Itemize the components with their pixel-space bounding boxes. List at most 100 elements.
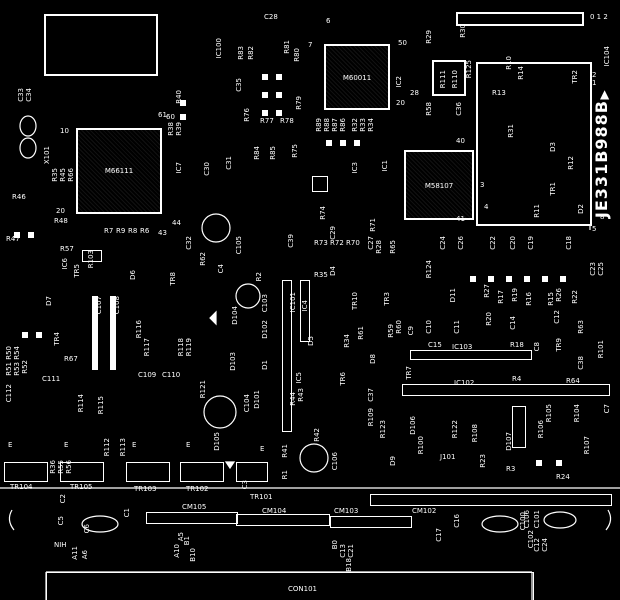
label-r73: R73 <box>314 239 328 247</box>
label-n5: 5 <box>592 225 597 233</box>
label-c108: C108 <box>113 296 121 315</box>
label-c111: C111 <box>42 375 61 383</box>
label-r29: R29 <box>425 30 433 44</box>
label-c15: C15 <box>428 341 442 349</box>
label-tr8: TR8 <box>169 272 177 286</box>
label-r3: R3 <box>506 465 516 473</box>
label-c33: C33 <box>17 88 25 102</box>
label-n40: 40 <box>456 137 465 145</box>
label-c3: C3 <box>241 480 249 490</box>
label-d105: D105 <box>213 432 221 451</box>
label-r64: R64 <box>566 377 580 385</box>
pad <box>506 276 512 282</box>
label-ic1: IC1 <box>381 160 389 172</box>
label-r16: R16 <box>525 292 533 306</box>
label-r85: R85 <box>269 146 277 160</box>
label-c12: C12 <box>553 310 561 324</box>
label-r9: R9 <box>116 227 126 235</box>
label-c11: C11 <box>453 320 461 334</box>
label-tr6: TR6 <box>339 372 347 386</box>
pad <box>340 140 346 146</box>
label-r45: R45 <box>59 168 67 182</box>
label-r121: R121 <box>199 380 207 399</box>
label-part-number: JE331B988B <box>592 100 611 219</box>
label-c5: C5 <box>57 516 65 526</box>
label-r42: R42 <box>313 428 321 442</box>
label-r113: R113 <box>119 438 127 457</box>
label-c29: C29 <box>329 226 337 240</box>
label-r19: R19 <box>511 288 519 302</box>
tr104-body <box>4 462 48 482</box>
label-c21: C21 <box>347 544 355 558</box>
label-r52: R52 <box>21 360 29 374</box>
pad <box>262 110 268 116</box>
label-r57: R57 <box>60 245 74 253</box>
label-n10: 10 <box>60 127 69 135</box>
label-r118: R118 <box>177 338 185 357</box>
label-r53: R53 <box>13 362 21 376</box>
label-r104: R104 <box>573 404 581 423</box>
label-r34: R34 <box>367 118 375 132</box>
chip-m66111: M66111 <box>76 128 162 214</box>
label-c9: C9 <box>407 326 415 336</box>
label-r82: R82 <box>247 46 255 60</box>
chip-m60011: M60011 <box>324 44 390 110</box>
label-r32: R32 <box>351 118 359 132</box>
label-c30: C30 <box>203 162 211 176</box>
label-r122: R122 <box>451 420 459 439</box>
label-r13: R13 <box>492 89 506 97</box>
label-c32: C32 <box>185 236 193 250</box>
pad <box>354 140 360 146</box>
label-c24b: C24 <box>541 538 549 552</box>
chip-ic104 <box>476 62 592 226</box>
label-c101: C101 <box>533 510 541 529</box>
label-c107: C107 <box>95 296 103 315</box>
ic4-outline <box>300 280 310 342</box>
label-n60: 60 <box>166 113 175 121</box>
label-a11: A11 <box>71 546 79 560</box>
label-e: E <box>8 441 13 449</box>
label-r10: R10 <box>505 56 513 70</box>
label-c13: C13 <box>339 544 347 558</box>
label-r119: R119 <box>185 338 193 357</box>
label-r7: R7 <box>104 227 114 235</box>
label-d9: D9 <box>389 456 397 466</box>
pad <box>326 140 332 146</box>
label-c106b: C106 <box>523 510 531 529</box>
pad <box>276 92 282 98</box>
label-r18: R18 <box>510 341 524 349</box>
label-e: E <box>132 441 137 449</box>
label-ic7: IC7 <box>175 162 183 174</box>
label-d2: D2 <box>577 204 585 214</box>
label-r76: R76 <box>243 108 251 122</box>
label-n7: 7 <box>308 41 313 49</box>
label-cm105: CM105 <box>182 503 207 511</box>
label-r114: R114 <box>77 394 85 413</box>
chip-connector-top <box>456 12 584 26</box>
label-n8: 8 <box>600 213 605 221</box>
label-c34: C34 <box>25 88 33 102</box>
label-r55: R55 <box>57 460 65 474</box>
label-c2: C2 <box>59 494 67 504</box>
pad <box>536 460 542 466</box>
brand-logo-icon: ▲ <box>600 87 610 101</box>
label-r105: R105 <box>545 404 553 423</box>
label-ic3: IC3 <box>351 162 359 174</box>
label-r39: R39 <box>175 122 183 136</box>
label-tr101: TR101 <box>250 493 273 501</box>
label-r22: R22 <box>571 290 579 304</box>
pad <box>470 276 476 282</box>
label-r8: R8 <box>128 227 138 235</box>
ic103-outline <box>410 350 532 360</box>
label-r4: R4 <box>512 375 522 383</box>
label-ic103: IC103 <box>452 343 473 351</box>
label-r112: R112 <box>103 438 111 457</box>
label-c6: C6 <box>83 524 91 534</box>
label-nih: NIH <box>54 541 67 549</box>
pad <box>36 332 42 338</box>
label-r20: R20 <box>485 312 493 326</box>
label-r34b: R34 <box>343 334 351 348</box>
label-r60: R60 <box>395 320 403 334</box>
label-ic4: IC4 <box>301 300 309 312</box>
label-r23: R23 <box>479 454 487 468</box>
